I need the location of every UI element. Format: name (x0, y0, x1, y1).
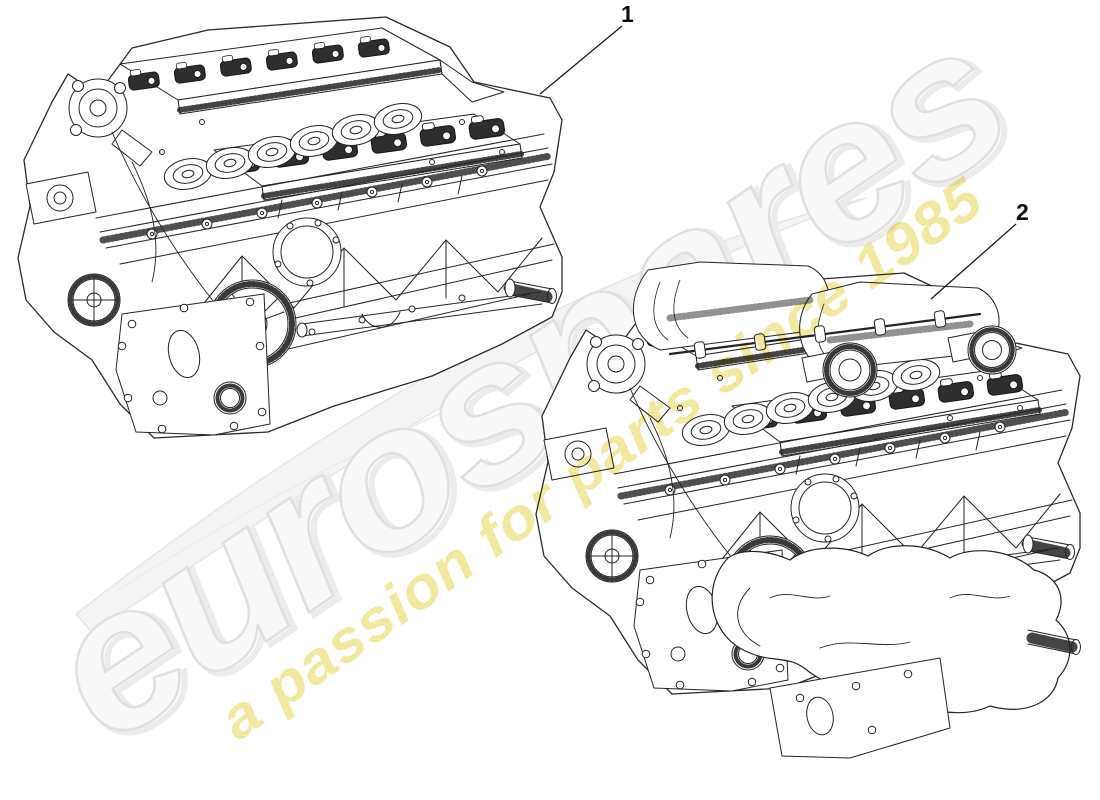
callout-2[interactable]: 2 (930, 199, 1029, 300)
callout-2-leader-line (930, 223, 1017, 300)
swoosh-accent-line (117, 399, 471, 591)
swoosh-graphic (74, 197, 867, 633)
callout-2-label[interactable]: 2 (1016, 199, 1029, 225)
callout-1-leader-line (539, 25, 623, 95)
callout-1-label[interactable]: 1 (621, 1, 634, 27)
callout-1[interactable]: 1 (539, 1, 634, 95)
